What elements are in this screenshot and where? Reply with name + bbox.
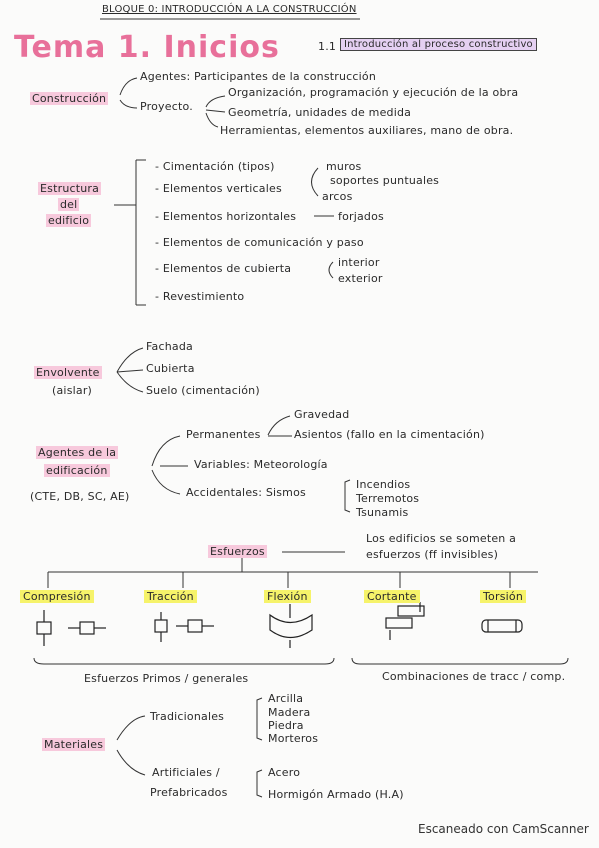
- trad-1: Arcilla: [268, 692, 304, 705]
- esfuerzos-note-2: esfuerzos (ff invisibles): [366, 548, 499, 561]
- envolvente-sub: (aislar): [52, 384, 93, 397]
- accidentales: Accidentales: Sismos: [186, 486, 306, 499]
- estructura-item-1: - Cimentación (tipos): [155, 160, 275, 173]
- tradicionales: Tradicionales: [150, 710, 225, 723]
- proyecto-item-1: Organización, programación y ejecución d…: [228, 86, 519, 99]
- effort-torsion: Torsión: [480, 590, 526, 603]
- art-1: Acero: [268, 766, 301, 779]
- trad-4: Morteros: [268, 732, 319, 745]
- estructura-label-3: edificio: [46, 214, 92, 227]
- estructura-item-6: - Revestimiento: [155, 290, 245, 303]
- block-header: BLOQUE 0: INTRODUCCIÓN A LA CONSTRUCCIÓN: [102, 4, 357, 15]
- envolvente-2: Cubierta: [146, 362, 195, 375]
- permanentes-1: Gravedad: [294, 408, 350, 421]
- vertical-3: arcos: [322, 190, 353, 203]
- horizontal-forjados: forjados: [338, 210, 384, 223]
- variables: Variables: Meteorología: [194, 458, 328, 471]
- envolvente-3: Suelo (cimentación): [146, 384, 260, 397]
- trad-2: Madera: [268, 706, 311, 719]
- effort-compresion: Compresión: [20, 590, 94, 603]
- estructura-item-5: - Elementos de cubierta: [155, 262, 292, 275]
- esfuerzos-label: Esfuerzos: [208, 545, 267, 558]
- art-2: Hormigón Armado (H.A): [268, 788, 404, 801]
- vertical-2: soportes puntuales: [330, 174, 440, 187]
- materiales-label: Materiales: [42, 738, 106, 751]
- effort-cortante: Cortante: [364, 590, 420, 603]
- accidentales-1: Incendios: [356, 478, 411, 491]
- section-number: 1.1: [318, 40, 337, 53]
- scanner-watermark: Escaneado con CamScanner: [418, 822, 589, 836]
- proyecto-item-2: Geometría, unidades de medida: [228, 106, 412, 119]
- artificiales-2: Prefabricados: [150, 786, 228, 799]
- page-title: Tema 1. Inicios: [14, 30, 280, 65]
- estructura-item-3: - Elementos horizontales: [155, 210, 297, 223]
- esfuerzos-note-1: Los edificios se someten a: [366, 532, 517, 545]
- artificiales-1: Artificiales /: [152, 766, 220, 779]
- estructura-label-2: del: [58, 198, 80, 211]
- effort-flexion: Flexión: [264, 590, 311, 603]
- trad-3: Piedra: [268, 719, 304, 732]
- esfuerzos-combinados: Combinaciones de tracc / comp.: [382, 670, 566, 683]
- estructura-label-1: Estructura: [38, 182, 102, 195]
- permanentes: Permanentes: [186, 428, 261, 441]
- proyecto-label: Proyecto.: [140, 100, 193, 113]
- agentes-edif-sub: (CTE, DB, SC, AE): [30, 490, 130, 503]
- estructura-item-2: - Elementos verticales: [155, 182, 282, 195]
- agentes-edif-label-1: Agentes de la: [36, 446, 119, 459]
- accidentales-2: Terremotos: [356, 492, 420, 505]
- cubierta-1: interior: [338, 256, 380, 269]
- agentes-line: Agentes: Participantes de la construcció…: [140, 70, 377, 83]
- proyecto-item-3: Herramientas, elementos auxiliares, mano…: [220, 124, 514, 137]
- section-title: Introducción al proceso constructivo: [340, 38, 537, 51]
- permanentes-2: Asientos (fallo en la cimentación): [294, 428, 485, 441]
- effort-traccion: Tracción: [144, 590, 197, 603]
- envolvente-label: Envolvente: [34, 366, 102, 379]
- accidentales-3: Tsunamis: [356, 506, 409, 519]
- envolvente-1: Fachada: [146, 340, 193, 353]
- construccion-label: Construcción: [30, 92, 109, 105]
- cubierta-2: exterior: [338, 272, 383, 285]
- estructura-item-4: - Elementos de comunicación y paso: [155, 236, 364, 249]
- esfuerzos-simples: Esfuerzos Primos / generales: [84, 672, 249, 685]
- vertical-1: muros: [326, 160, 362, 173]
- agentes-edif-label-2: edificación: [44, 464, 110, 477]
